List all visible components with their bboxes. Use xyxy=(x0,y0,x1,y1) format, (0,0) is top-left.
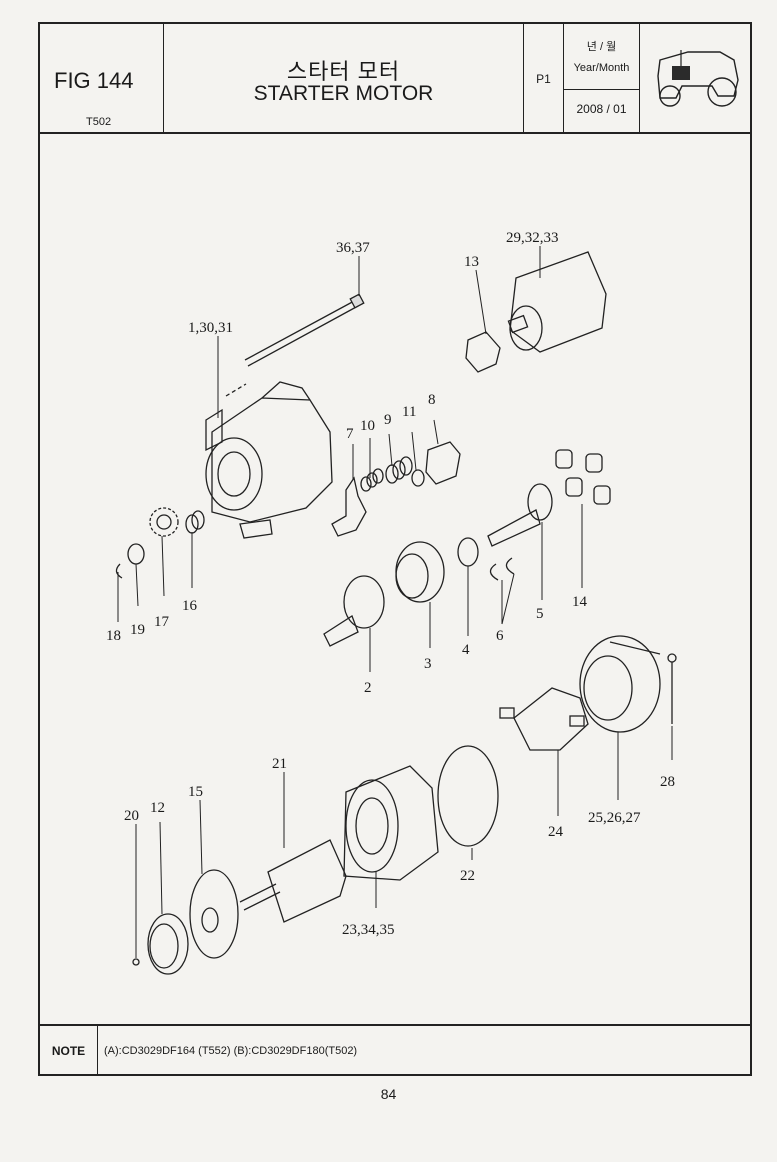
page-label-cell: P1 xyxy=(524,24,564,132)
header-table: FIG 144 T502 스타터 모터 STARTER MOTOR P1 년 /… xyxy=(40,24,750,134)
part-callouts: 36,37 29,32,33 13 1,30,31 7 10 9 11 8 18… xyxy=(106,230,675,938)
bearing-ring-part xyxy=(147,913,189,975)
figure-cell: FIG 144 T502 xyxy=(40,24,164,132)
callout-10: 10 xyxy=(360,418,375,434)
exploded-diagram: 36,37 29,32,33 13 1,30,31 7 10 9 11 8 18… xyxy=(40,132,750,1024)
callout-20: 20 xyxy=(124,808,139,824)
end-cover-part xyxy=(579,635,661,733)
callout-18: 18 xyxy=(106,628,121,644)
revision-date: 2008 / 01 xyxy=(576,102,627,116)
callout-22: 22 xyxy=(460,868,475,884)
figure-number: FIG 144 xyxy=(54,68,134,93)
callout-17: 17 xyxy=(154,614,170,630)
planet-gear-parts xyxy=(555,449,611,505)
pinion-parts xyxy=(115,507,205,579)
callout-15: 15 xyxy=(188,784,203,800)
housing-part xyxy=(205,381,333,539)
year-month-english: Year/Month xyxy=(573,62,630,74)
callout-2: 2 xyxy=(364,680,372,696)
callout-29-32-33: 29,32,33 xyxy=(506,230,559,246)
page-number: 84 xyxy=(380,1086,397,1102)
clutch-part xyxy=(323,575,385,647)
callout-19: 19 xyxy=(130,622,145,638)
parts-drawing: 36,37 29,32,33 13 1,30,31 7 10 9 11 8 18… xyxy=(106,230,677,975)
shift-lever-part xyxy=(331,476,367,537)
callout-5: 5 xyxy=(536,606,544,622)
yoke-part xyxy=(343,765,439,881)
callout-8: 8 xyxy=(428,392,436,408)
tractor-icon xyxy=(657,50,739,107)
leader-lines xyxy=(117,246,673,958)
dust-cover-part xyxy=(189,869,239,959)
armature-part xyxy=(239,839,347,923)
year-month-header: 년 / 월 Year/Month xyxy=(564,24,639,90)
solenoid-part xyxy=(465,251,607,373)
callout-3: 3 xyxy=(424,656,432,672)
internal-gear-part xyxy=(395,541,445,603)
o-ring-part xyxy=(437,745,499,847)
washer-part xyxy=(457,537,479,567)
callout-11: 11 xyxy=(402,404,416,420)
page-frame: FIG 144 T502 스타터 모터 STARTER MOTOR P1 년 /… xyxy=(38,22,752,1076)
note-label: NOTE xyxy=(40,1026,98,1076)
callout-13: 13 xyxy=(464,254,479,270)
callout-24: 24 xyxy=(548,824,564,840)
note-text: (A):CD3029DF164 (T552) (B):CD3029DF180(T… xyxy=(104,1045,358,1057)
gear-shaft-part xyxy=(487,483,553,547)
screw-part xyxy=(667,653,677,724)
callout-28: 28 xyxy=(660,774,675,790)
title-korean: 스타터 모터 xyxy=(286,59,401,84)
callout-7: 7 xyxy=(346,426,354,442)
tractor-image-cell xyxy=(640,24,750,132)
callout-21: 21 xyxy=(272,756,287,772)
page-label: P1 xyxy=(536,72,551,86)
year-month-cell: 년 / 월 Year/Month 2008 / 01 xyxy=(564,24,640,132)
brush-holder-part xyxy=(499,687,589,751)
title-english: STARTER MOTOR xyxy=(253,82,434,105)
note-row: NOTE (A):CD3029DF164 (T552) (B):CD3029DF… xyxy=(40,1024,750,1076)
callout-14: 14 xyxy=(572,594,588,610)
callout-6: 6 xyxy=(496,628,504,644)
callout-1-30-31: 1,30,31 xyxy=(188,320,233,336)
callout-23-34-35: 23,34,35 xyxy=(342,922,395,938)
callout-9: 9 xyxy=(384,412,392,428)
year-month-korean: 년 / 월 xyxy=(586,41,617,53)
pin-part xyxy=(132,958,140,966)
spring-parts xyxy=(360,456,413,492)
plunger-part xyxy=(411,441,461,487)
through-bolt-part xyxy=(244,293,365,367)
callout-4: 4 xyxy=(462,642,470,658)
model-code: T502 xyxy=(86,116,112,128)
callout-36-37: 36,37 xyxy=(336,240,370,256)
callout-25-26-27: 25,26,27 xyxy=(588,810,641,826)
title-cell: 스타터 모터 STARTER MOTOR xyxy=(164,24,524,132)
callout-16: 16 xyxy=(182,598,198,614)
retainer-clip-parts xyxy=(489,557,515,581)
callout-12: 12 xyxy=(150,800,165,816)
